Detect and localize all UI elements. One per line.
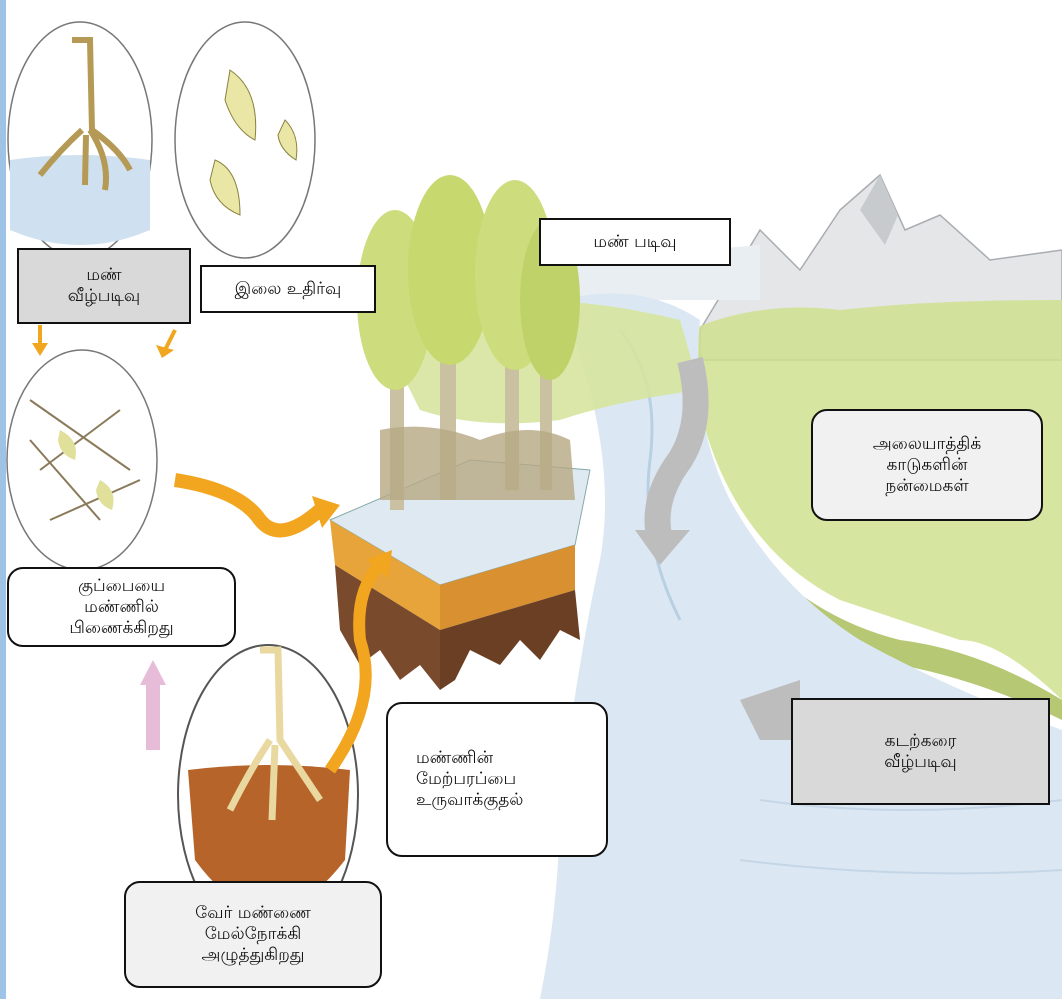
pink-arrow — [140, 660, 166, 750]
binds-debris-line-1: குப்பையை — [78, 576, 165, 597]
surface-formation-line-2: மேற்பரப்பை — [416, 769, 516, 790]
benefits-line-1: அலையாத்திக் — [873, 434, 981, 455]
soil-formation-label: மண் படிவு — [539, 218, 731, 266]
surface-formation-label: மண்ணின் மேற்பரப்பை உருவாக்குதல் — [386, 702, 608, 857]
leaf-fall-label: இலை உதிர்வு — [200, 265, 376, 313]
benefits-line-2: காடுகளின் — [886, 455, 967, 476]
root-push-line-1: வேர் மண்ணை — [195, 903, 311, 924]
soil-deposition-line-1: மண் — [86, 265, 121, 286]
root-push-line-2: மேல்நோக்கி — [205, 924, 302, 945]
coastal-deposition-line-1: கடற்கரை — [885, 731, 957, 752]
leaf-fall-vignette — [175, 22, 315, 258]
root-push-line-3: அழுத்துகிறது — [201, 945, 304, 966]
mangrove-benefits-label: அலையாத்திக் காடுகளின் நன்மைகள் — [811, 409, 1043, 521]
tree-roots-vignette — [8, 22, 152, 258]
benefits-line-3: நன்மைகள் — [885, 476, 968, 497]
soil-deposition-line-2: வீழ்படிவு — [68, 286, 140, 307]
coastal-deposition-line-2: வீழ்படிவு — [884, 752, 956, 773]
binds-debris-line-3: பிணைக்கிறது — [69, 618, 173, 639]
root-push-label: வேர் மண்ணை மேல்நோக்கி அழுத்துகிறது — [124, 881, 382, 988]
binds-debris-line-2: மண்ணில் — [84, 597, 159, 618]
soil-formation-line-1: மண் படிவு — [593, 232, 676, 253]
leaf-fall-line-1: இலை உதிர்வு — [235, 279, 342, 300]
coastal-deposition-label: கடற்கரை வீழ்படிவு — [791, 698, 1050, 805]
surface-formation-line-3: உருவாக்குதல் — [416, 790, 523, 811]
binds-debris-label: குப்பையை மண்ணில் பிணைக்கிறது — [7, 567, 236, 647]
surface-formation-line-1: மண்ணின் — [416, 748, 493, 769]
debris-vignette — [7, 350, 157, 570]
soil-deposition-label: மண் வீழ்படிவு — [17, 248, 191, 324]
